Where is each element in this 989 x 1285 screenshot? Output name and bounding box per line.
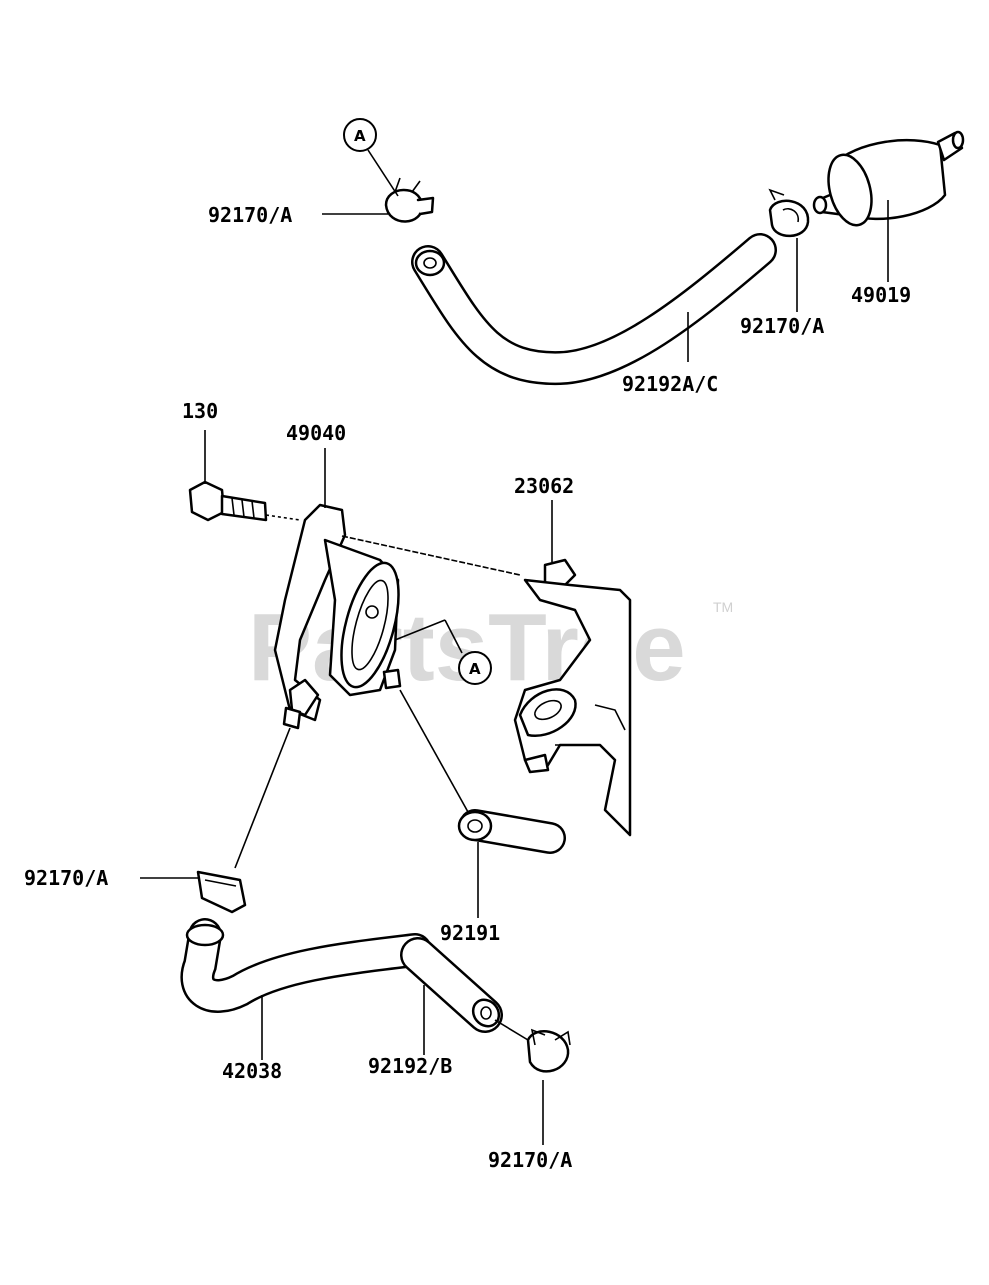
label-92192a-c: 92192A/C	[622, 372, 718, 396]
bolt-130	[188, 480, 301, 522]
fuel-pump	[273, 503, 521, 730]
hose-92192a-c	[411, 233, 777, 386]
hose-92192-b	[400, 937, 529, 1041]
reference-marker-mid: A	[394, 619, 492, 685]
label-92170a-bottom: 92170/A	[488, 1148, 572, 1172]
bracket-23062	[513, 558, 632, 837]
label-92170a-top-right: 92170/A	[740, 314, 824, 338]
clamp-bottom	[526, 1028, 571, 1073]
label-92192-b: 92192/B	[368, 1054, 452, 1078]
svg-text:A: A	[354, 127, 366, 145]
label-49040: 49040	[286, 421, 346, 445]
label-23062: 23062	[514, 474, 574, 498]
reference-marker-top: A	[343, 118, 399, 197]
fuel-filter	[812, 130, 965, 227]
label-42038: 42038	[222, 1059, 282, 1083]
label-49019: 49019	[851, 283, 911, 307]
hose-92191	[399, 689, 566, 854]
clamp-mid-left	[196, 727, 291, 914]
label-92170a-mid-left: 92170/A	[24, 866, 108, 890]
clamp-top-left	[384, 177, 435, 223]
hose-42038	[180, 918, 432, 1013]
clamp-top-right	[768, 188, 810, 238]
svg-text:A: A	[469, 660, 481, 678]
label-130: 130	[182, 399, 218, 423]
watermark-trademark: TM	[713, 599, 733, 615]
label-92170a-top-left: 92170/A	[208, 203, 292, 227]
label-92191: 92191	[440, 921, 500, 945]
